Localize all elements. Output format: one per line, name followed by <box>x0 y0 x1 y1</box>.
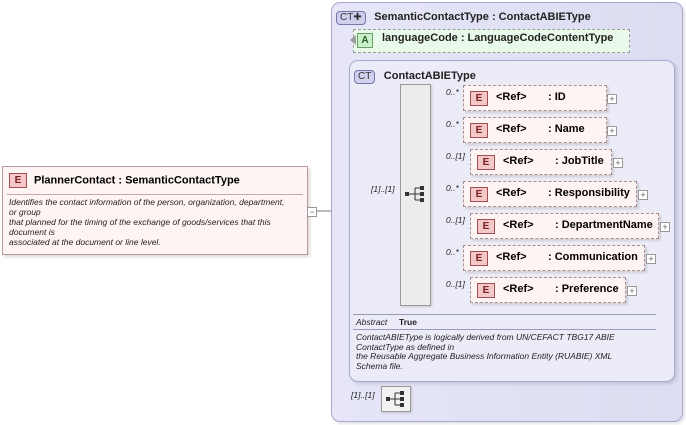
child-element-communication[interactable]: E <Ref> : Communication <box>463 245 645 271</box>
element-badge: E <box>477 283 495 298</box>
doc-line: the Reusable Aggregate Business Informat… <box>356 351 613 361</box>
doc-line: that planned for the timing of the excha… <box>9 217 271 227</box>
sequence-compositor-icon <box>405 186 424 202</box>
expand-icon[interactable]: + <box>660 222 670 232</box>
divider <box>353 314 656 315</box>
expand-icon[interactable]: + <box>613 158 623 168</box>
sequence-compositor-icon <box>386 391 404 407</box>
child-cardinality: 0..[1] <box>446 215 465 225</box>
sequence-compositor[interactable] <box>400 84 431 306</box>
complex-type-plus-icon: CT✚ <box>336 11 366 25</box>
inner-type-documentation: ContactABIEType is logically derived fro… <box>356 332 656 371</box>
child-name: : Responsibility <box>548 187 630 199</box>
divider <box>7 194 303 195</box>
element-badge: E <box>470 123 488 138</box>
planner-title: PlannerContact : SemanticContactType <box>34 174 240 187</box>
ref-label: <Ref> <box>496 91 527 103</box>
child-element-preference[interactable]: E <Ref> : Preference <box>470 277 626 303</box>
planner-documentation: Identifies the contact information of th… <box>9 197 305 247</box>
attribute-box[interactable] <box>353 29 630 53</box>
collapse-icon[interactable]: − <box>307 207 317 217</box>
expand-icon[interactable]: + <box>627 286 637 296</box>
sequence-cardinality: [1]..[1] <box>371 184 395 194</box>
outer-type-title: SemanticContactType : ContactABIEType <box>374 11 591 23</box>
element-badge: E <box>9 173 27 188</box>
child-element-jobtitle[interactable]: E <Ref> : JobTitle <box>470 149 612 175</box>
attribute-pointer-icon <box>350 35 356 45</box>
ref-label: <Ref> <box>503 219 534 231</box>
child-name: : JobTitle <box>555 155 604 167</box>
planner-header: E PlannerContact : SemanticContactType <box>9 173 240 188</box>
doc-line: document is <box>9 227 55 237</box>
doc-line: or group <box>9 207 41 217</box>
expand-icon[interactable]: + <box>607 94 617 104</box>
expand-icon[interactable]: + <box>646 254 656 264</box>
element-badge: E <box>477 155 495 170</box>
child-name: : DepartmentName <box>555 219 653 231</box>
element-badge: E <box>477 219 495 234</box>
ref-label: <Ref> <box>503 155 534 167</box>
attribute-label: languageCode : LanguageCodeContentType <box>382 32 614 44</box>
element-badge: E <box>470 187 488 202</box>
ref-label: <Ref> <box>496 187 527 199</box>
doc-line: Identifies the contact information of th… <box>9 197 285 207</box>
bottom-sequence-compositor[interactable] <box>381 386 411 412</box>
doc-line: ContactABIEType is logically derived fro… <box>356 332 615 342</box>
ref-label: <Ref> <box>496 251 527 263</box>
element-badge: E <box>470 91 488 106</box>
ref-label: <Ref> <box>496 123 527 135</box>
child-name: : ID <box>548 91 566 103</box>
inner-type-title: ContactABIEType <box>383 70 476 82</box>
attribute-badge: A <box>357 33 373 48</box>
expand-icon[interactable]: + <box>607 126 617 136</box>
ref-label: <Ref> <box>503 283 534 295</box>
child-element-departmentname[interactable]: E <Ref> : DepartmentName <box>470 213 659 239</box>
planner-contact-element[interactable]: E PlannerContact : SemanticContactType Id… <box>2 166 308 255</box>
child-name: : Preference <box>555 283 619 295</box>
child-element-id[interactable]: E <Ref> : ID <box>463 85 607 111</box>
outer-type-header: CT✚ SemanticContactType : ContactABIETyp… <box>336 7 591 25</box>
child-cardinality: 0..[1] <box>446 151 465 161</box>
bottom-cardinality: [1]..[1] <box>351 390 375 400</box>
abstract-value: True <box>399 317 417 327</box>
doc-line: Schema file. <box>356 360 403 371</box>
complex-type-icon: CT <box>354 70 376 84</box>
inner-type-header: CT ContactABIEType <box>354 66 476 84</box>
divider <box>353 329 656 330</box>
abstract-key: Abstract <box>356 317 388 327</box>
child-name: : Name <box>548 123 585 135</box>
child-cardinality: 0..* <box>446 183 459 193</box>
child-cardinality: 0..[1] <box>446 279 465 289</box>
child-cardinality: 0..* <box>446 247 459 257</box>
doc-line: associated at the document or line level… <box>9 237 161 247</box>
child-cardinality: 0..* <box>446 119 459 129</box>
element-badge: E <box>470 251 488 266</box>
child-name: : Communication <box>548 251 638 263</box>
doc-line: ContactType as defined in <box>356 341 455 352</box>
child-cardinality: 0..* <box>446 87 459 97</box>
child-element-name[interactable]: E <Ref> : Name <box>463 117 607 143</box>
expand-icon[interactable]: + <box>638 190 648 200</box>
child-element-responsibility[interactable]: E <Ref> : Responsibility <box>463 181 637 207</box>
